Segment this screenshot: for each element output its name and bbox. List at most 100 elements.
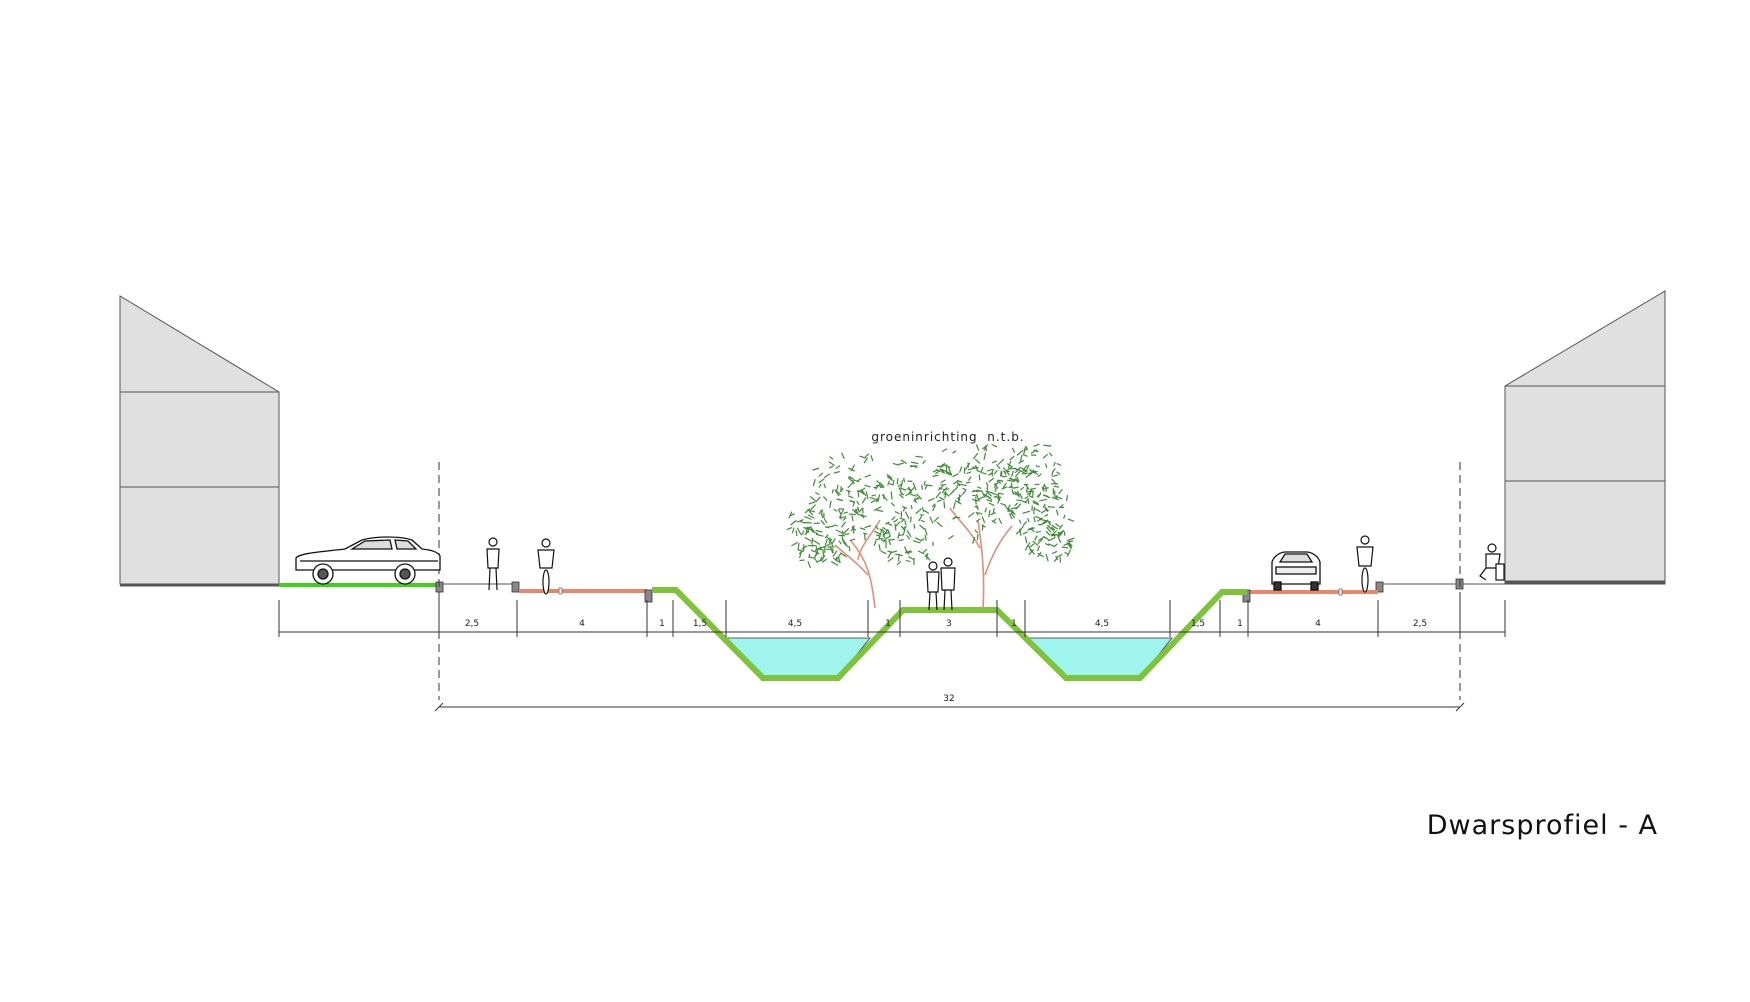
leaf	[850, 500, 855, 503]
leaf	[859, 527, 866, 531]
leaf	[882, 534, 886, 539]
leaf	[1055, 509, 1059, 516]
leaf	[1065, 494, 1069, 502]
leaf	[885, 535, 891, 540]
leaf	[975, 511, 979, 516]
leaf	[948, 535, 954, 540]
leaf	[837, 556, 841, 564]
leaf	[863, 534, 866, 541]
leaf	[1024, 446, 1028, 451]
leaf	[1008, 513, 1013, 520]
dimension-tick	[434, 702, 444, 712]
leaf	[995, 495, 1001, 502]
leaf	[831, 489, 834, 494]
leaf	[1008, 485, 1013, 489]
leaf	[821, 513, 824, 519]
leaf	[887, 557, 894, 563]
leaf	[840, 508, 845, 516]
leaf	[972, 466, 979, 469]
leaf	[1002, 467, 1007, 471]
leaf	[796, 519, 804, 523]
leaf	[1009, 455, 1015, 461]
leaf	[1012, 492, 1020, 497]
leaf	[838, 534, 846, 537]
leaf	[894, 523, 897, 531]
leaf	[981, 525, 986, 528]
leaf	[799, 559, 805, 562]
leaf	[813, 522, 820, 525]
leaf	[877, 494, 881, 503]
leaf	[829, 500, 832, 509]
leaf	[880, 550, 887, 555]
leaf	[929, 516, 934, 524]
leaf	[985, 445, 987, 452]
leaf	[1051, 524, 1059, 530]
leaf	[879, 482, 885, 488]
leaf	[927, 497, 935, 502]
leaf	[887, 550, 893, 554]
leaf	[850, 538, 856, 542]
leaf	[1019, 454, 1023, 463]
leaf	[898, 534, 904, 536]
leaf	[883, 529, 888, 536]
leaf	[941, 486, 948, 494]
leaf	[839, 552, 847, 558]
leaf	[904, 511, 910, 519]
leaf	[1051, 496, 1060, 501]
leaf	[890, 502, 895, 507]
leaf	[826, 536, 831, 541]
leaf	[997, 492, 1004, 495]
leaf	[847, 495, 854, 499]
grass-embankment	[652, 587, 1247, 681]
leaf	[944, 493, 947, 499]
leaf	[788, 511, 793, 519]
leaf	[923, 480, 926, 486]
leaf	[848, 475, 854, 480]
leaf	[909, 464, 918, 468]
leaf	[838, 516, 847, 519]
leaf	[811, 537, 814, 545]
leaf	[824, 538, 828, 546]
leaf	[808, 556, 816, 559]
leaf	[915, 508, 922, 515]
leaf	[990, 491, 999, 496]
leaf	[1004, 504, 1010, 512]
leaf	[906, 534, 911, 540]
car-side-view	[295, 536, 441, 585]
leaf	[980, 466, 984, 473]
leaf	[991, 519, 997, 524]
leaf	[1018, 526, 1024, 533]
leaf	[800, 530, 805, 536]
pedestrians-center	[926, 557, 956, 611]
leaf	[893, 518, 899, 523]
dim-total: 32	[943, 694, 954, 704]
leaf	[881, 528, 886, 536]
leaf	[1018, 519, 1022, 524]
leaf	[894, 521, 901, 528]
leaf	[1057, 536, 1062, 543]
leaf	[900, 525, 906, 531]
dim-right-3: 1	[1237, 619, 1243, 629]
leaf	[925, 554, 931, 561]
leaf	[991, 460, 998, 464]
leaf	[997, 458, 1005, 466]
leaf	[921, 507, 925, 513]
leaf	[807, 561, 812, 569]
leaf	[822, 496, 828, 501]
leaf	[904, 520, 907, 526]
leaf	[898, 488, 903, 496]
leaf	[886, 475, 893, 481]
leaf	[1051, 550, 1058, 555]
leaf	[797, 542, 800, 551]
leaf	[985, 482, 989, 487]
leaf	[791, 541, 799, 547]
leaf	[1045, 530, 1051, 536]
leaf	[1061, 546, 1069, 549]
leaf	[1024, 498, 1030, 504]
leaf	[807, 509, 816, 513]
leaf	[903, 477, 906, 483]
leaf	[941, 448, 948, 453]
leaf	[1046, 526, 1052, 533]
leaf	[1044, 463, 1048, 468]
leaf	[1063, 531, 1066, 536]
